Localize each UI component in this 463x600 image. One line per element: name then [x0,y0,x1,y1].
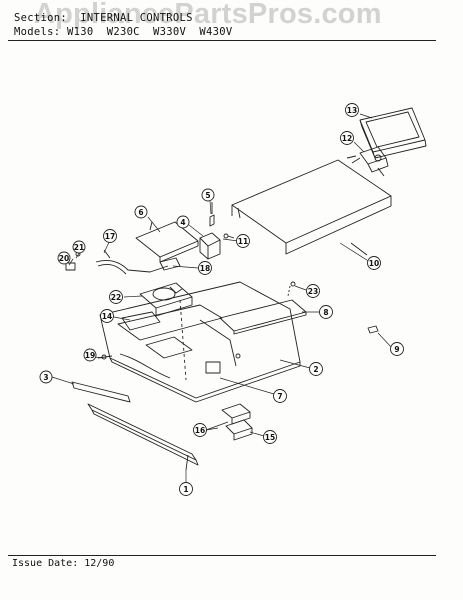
svg-text:1: 1 [183,485,188,494]
callout-3: 3 [39,370,53,384]
svg-text:19: 19 [85,351,95,360]
svg-text:10: 10 [369,259,379,268]
callout-group: 13 12 5 6 4 11 10 17 21 20 18 22 23 14 8… [39,103,404,496]
part-18 [159,257,181,271]
watermark: AppliancePartsPros.com [34,0,382,30]
callout-2: 2 [309,362,323,376]
callout-17: 17 [103,229,117,243]
svg-text:3: 3 [43,373,48,382]
header-rule [8,40,436,41]
callout-7: 7 [273,389,287,403]
part-23-screw [290,281,296,287]
svg-text:22: 22 [111,293,121,302]
part-20 [65,262,76,271]
part-9 [367,325,379,334]
issue-date: Issue Date: 12/90 [12,558,115,569]
callout-4: 4 [176,215,190,229]
svg-text:17: 17 [105,232,115,241]
part-10-cover [231,159,392,255]
svg-text:18: 18 [200,264,210,273]
callout-21: 21 [72,240,86,254]
svg-text:14: 14 [102,312,112,321]
part-14 [121,311,161,331]
svg-text:20: 20 [59,254,69,263]
callout-11: 11 [236,234,250,248]
callout-22: 22 [109,290,123,304]
part-2-base [99,281,301,403]
part-13-bezel [359,107,427,159]
leader-lines [51,113,393,482]
callout-14: 14 [100,309,114,323]
section-title: Section: INTERNAL CONTROLS [14,12,193,24]
part-11-screw [223,233,229,239]
callout-9: 9 [390,342,404,356]
callout-8: 8 [319,305,333,319]
svg-text:12: 12 [342,134,352,143]
callout-1: 1 [179,482,193,496]
part-15-16-brackets [221,403,253,441]
callout-19: 19 [83,348,97,362]
part-1-bar [87,403,199,471]
svg-text:11: 11 [238,237,248,246]
svg-text:6: 6 [138,208,143,217]
callout-6: 6 [134,205,148,219]
part-3-bar [71,381,131,403]
callout-10: 10 [367,256,381,270]
footer-rule [8,555,436,556]
part-17-rod [95,249,169,275]
callout-16: 16 [193,423,207,437]
part-4-box [199,232,221,260]
svg-text:7: 7 [277,392,282,401]
callout-12: 12 [340,131,354,145]
callout-20: 20 [57,251,71,265]
svg-text:4: 4 [180,218,185,227]
svg-text:9: 9 [394,345,399,354]
svg-text:2: 2 [313,365,318,374]
part-8-plate [219,299,307,335]
svg-text:5: 5 [205,191,210,200]
part-6-board [135,221,199,263]
svg-text:13: 13 [347,106,357,115]
svg-text:23: 23 [308,287,318,296]
svg-text:21: 21 [74,243,84,252]
svg-text:8: 8 [323,308,328,317]
part-5-screw [209,202,215,227]
svg-text:16: 16 [195,426,205,435]
callout-18: 18 [198,261,212,275]
svg-text:15: 15 [265,433,275,442]
callout-5: 5 [201,188,215,202]
callout-15: 15 [263,430,277,444]
callout-13: 13 [345,103,359,117]
models-line: Models: W130 W230C W330V W430V [14,26,233,38]
part-12-control [346,146,389,177]
callout-23: 23 [306,284,320,298]
